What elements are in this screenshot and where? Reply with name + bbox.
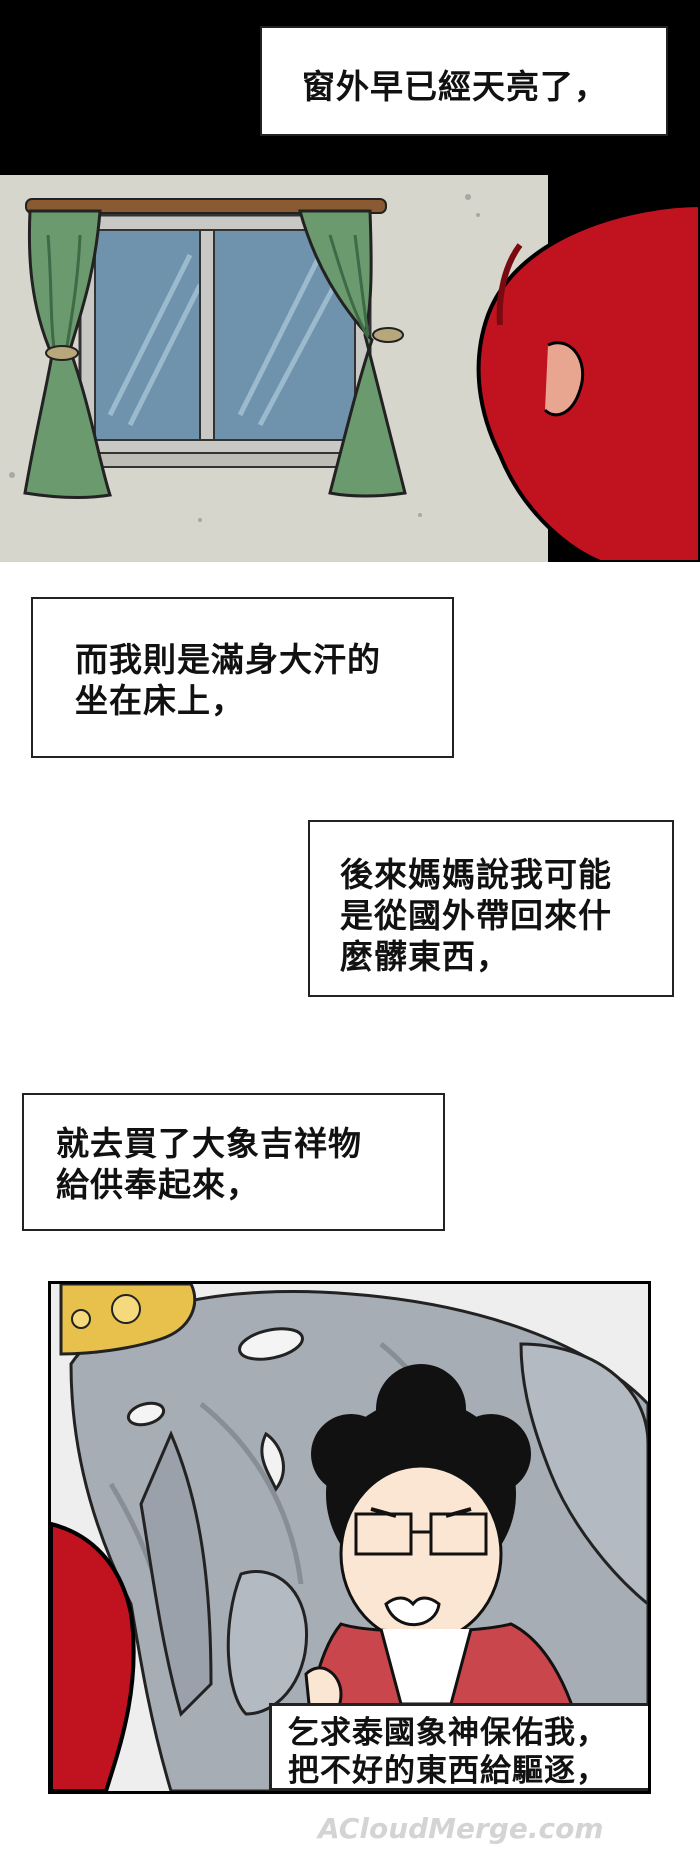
window-scene-illustration [0,175,700,562]
caption-3-line-2: 是從國外帶回來什 [340,896,612,935]
caption-5-line-2: 把不好的東西給驅逐， [288,1753,608,1789]
caption-3: 後來媽媽說我可能 是從國外帶回來什 麼髒東西， [308,820,674,997]
caption-1: 窗外早已經天亮了， [260,26,668,136]
window-panel [0,175,700,562]
caption-4-line-2: 給供奉起來， [56,1165,260,1204]
caption-4-line-1: 就去買了大象吉祥物 [56,1124,362,1163]
caption-2-line-1: 而我則是滿身大汗的 [75,640,381,679]
caption-2: 而我則是滿身大汗的 坐在床上， [31,597,454,758]
watermark: ACloudMerge.com [318,1812,604,1845]
caption-3-line-3: 麼髒東西， [340,937,510,976]
caption-4: 就去買了大象吉祥物 給供奉起來， [22,1093,445,1231]
caption-2-line-2: 坐在床上， [75,681,245,720]
caption-3-line-1: 後來媽媽說我可能 [340,855,612,894]
caption-5-line-1: 乞求泰國象神保佑我， [288,1715,608,1751]
caption-5: 乞求泰國象神保佑我， 把不好的東西給驅逐， [269,1703,648,1791]
caption-1-line-1: 窗外早已經天亮了， [302,67,608,106]
elephant-panel: 乞求泰國象神保佑我， 把不好的東西給驅逐， [48,1281,651,1794]
